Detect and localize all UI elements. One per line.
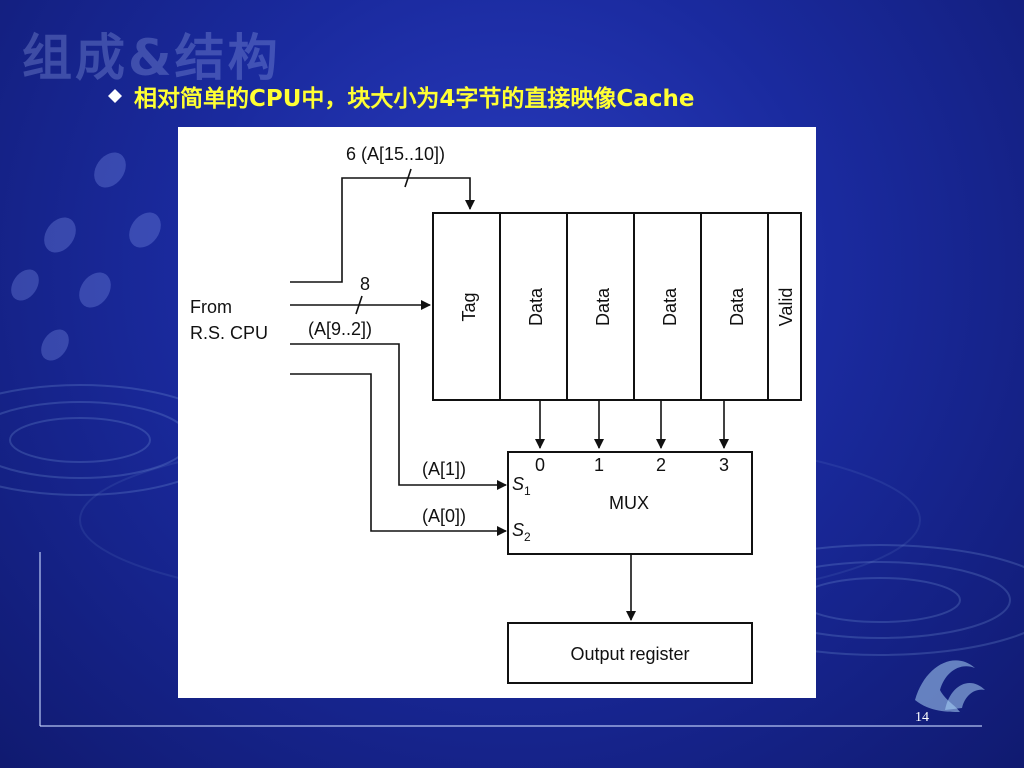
mux-input-2: 2 [656, 455, 666, 475]
tag-bits-label: 6 (A[15..10]) [346, 144, 445, 164]
frame-lines [39, 552, 982, 727]
select1-label: (A[1]) [422, 459, 466, 479]
cache-column-tag: Tag [459, 292, 479, 321]
select0-label: (A[0]) [422, 506, 466, 526]
source-label-from: From [190, 297, 232, 317]
cache-column-data-2: Data [660, 287, 680, 326]
data-to-mux-arrows [535, 400, 729, 449]
tag-address-line [290, 168, 475, 283]
page-number: 14 [915, 710, 929, 725]
output-register: Output register [507, 622, 753, 684]
watermark-title: 组成&结构 [22, 29, 281, 87]
cache-diagram: From R.S. CPU 6 (A[15..10]) 8 (A[9..2]) … [190, 144, 802, 684]
index-bits-count: 8 [360, 274, 370, 294]
dolphin-logo-icon [915, 660, 985, 712]
cache-column-valid: Valid [776, 288, 796, 327]
output-register-label: Output register [570, 644, 689, 664]
slide-title: 相对简单的CPU中，块大小为4字节的直接映像Cache [134, 86, 695, 112]
slide-title-row: 相对简单的CPU中，块大小为4字节的直接映像Cache [108, 76, 694, 116]
mux-label: MUX [609, 493, 649, 513]
mux-input-3: 3 [719, 455, 729, 475]
source-label-cpu: R.S. CPU [190, 323, 268, 343]
decorative-dots [11, 152, 161, 361]
cache-diagram-figure: From R.S. CPU 6 (A[15..10]) 8 (A[9..2]) … [178, 127, 816, 698]
mux-select-s1: S1 [512, 474, 531, 498]
mux-input-1: 1 [594, 455, 604, 475]
cache-column-data-0: Data [526, 287, 546, 326]
cache-memory: Tag Data Data Data Data Valid [432, 212, 802, 401]
diamond-bullet-icon [108, 89, 122, 103]
cache-column-data-1: Data [593, 287, 613, 326]
index-bits-label: (A[9..2]) [308, 319, 372, 339]
mux: 0 1 2 3 S1 S2 MUX [507, 451, 753, 555]
index-address-line [290, 295, 431, 315]
mux-select-s2: S2 [512, 520, 531, 544]
cache-column-data-3: Data [727, 287, 747, 326]
mux-input-0: 0 [535, 455, 545, 475]
select-lines [290, 343, 507, 536]
